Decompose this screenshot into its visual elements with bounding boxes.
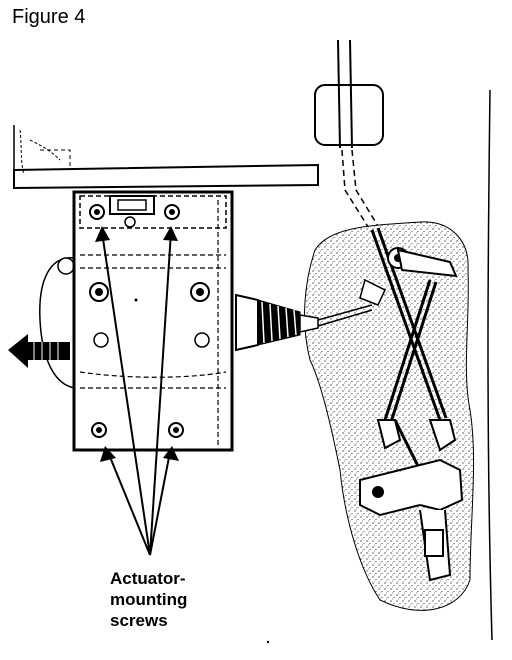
door-frame-bar — [13, 125, 319, 190]
direction-arrow-left-icon — [8, 334, 70, 368]
lock-knob — [314, 39, 384, 149]
callout-arrowheads — [95, 226, 179, 462]
latch-block — [359, 458, 464, 582]
door-panel-edge — [487, 89, 493, 641]
mounting-screw-top-left — [89, 204, 105, 220]
linkage-levers — [359, 247, 458, 452]
actuator-boot — [235, 293, 373, 352]
callout-line-3: screws — [110, 611, 168, 630]
mounting-screw-bottom-left — [91, 422, 107, 438]
mounting-screw-top-right — [164, 204, 180, 220]
callout-pointer-lines — [101, 231, 172, 556]
linkage-rods — [370, 227, 448, 471]
door-lock-actuator — [72, 190, 234, 452]
callout-label: Actuator- mounting screws — [110, 568, 240, 631]
callout-line-1: Actuator- — [110, 569, 186, 588]
door-skin-outline — [39, 257, 76, 389]
mounting-screw-bottom-right — [168, 422, 184, 438]
figure-title: Figure 4 — [12, 6, 86, 28]
callout-line-2: mounting — [110, 590, 188, 609]
